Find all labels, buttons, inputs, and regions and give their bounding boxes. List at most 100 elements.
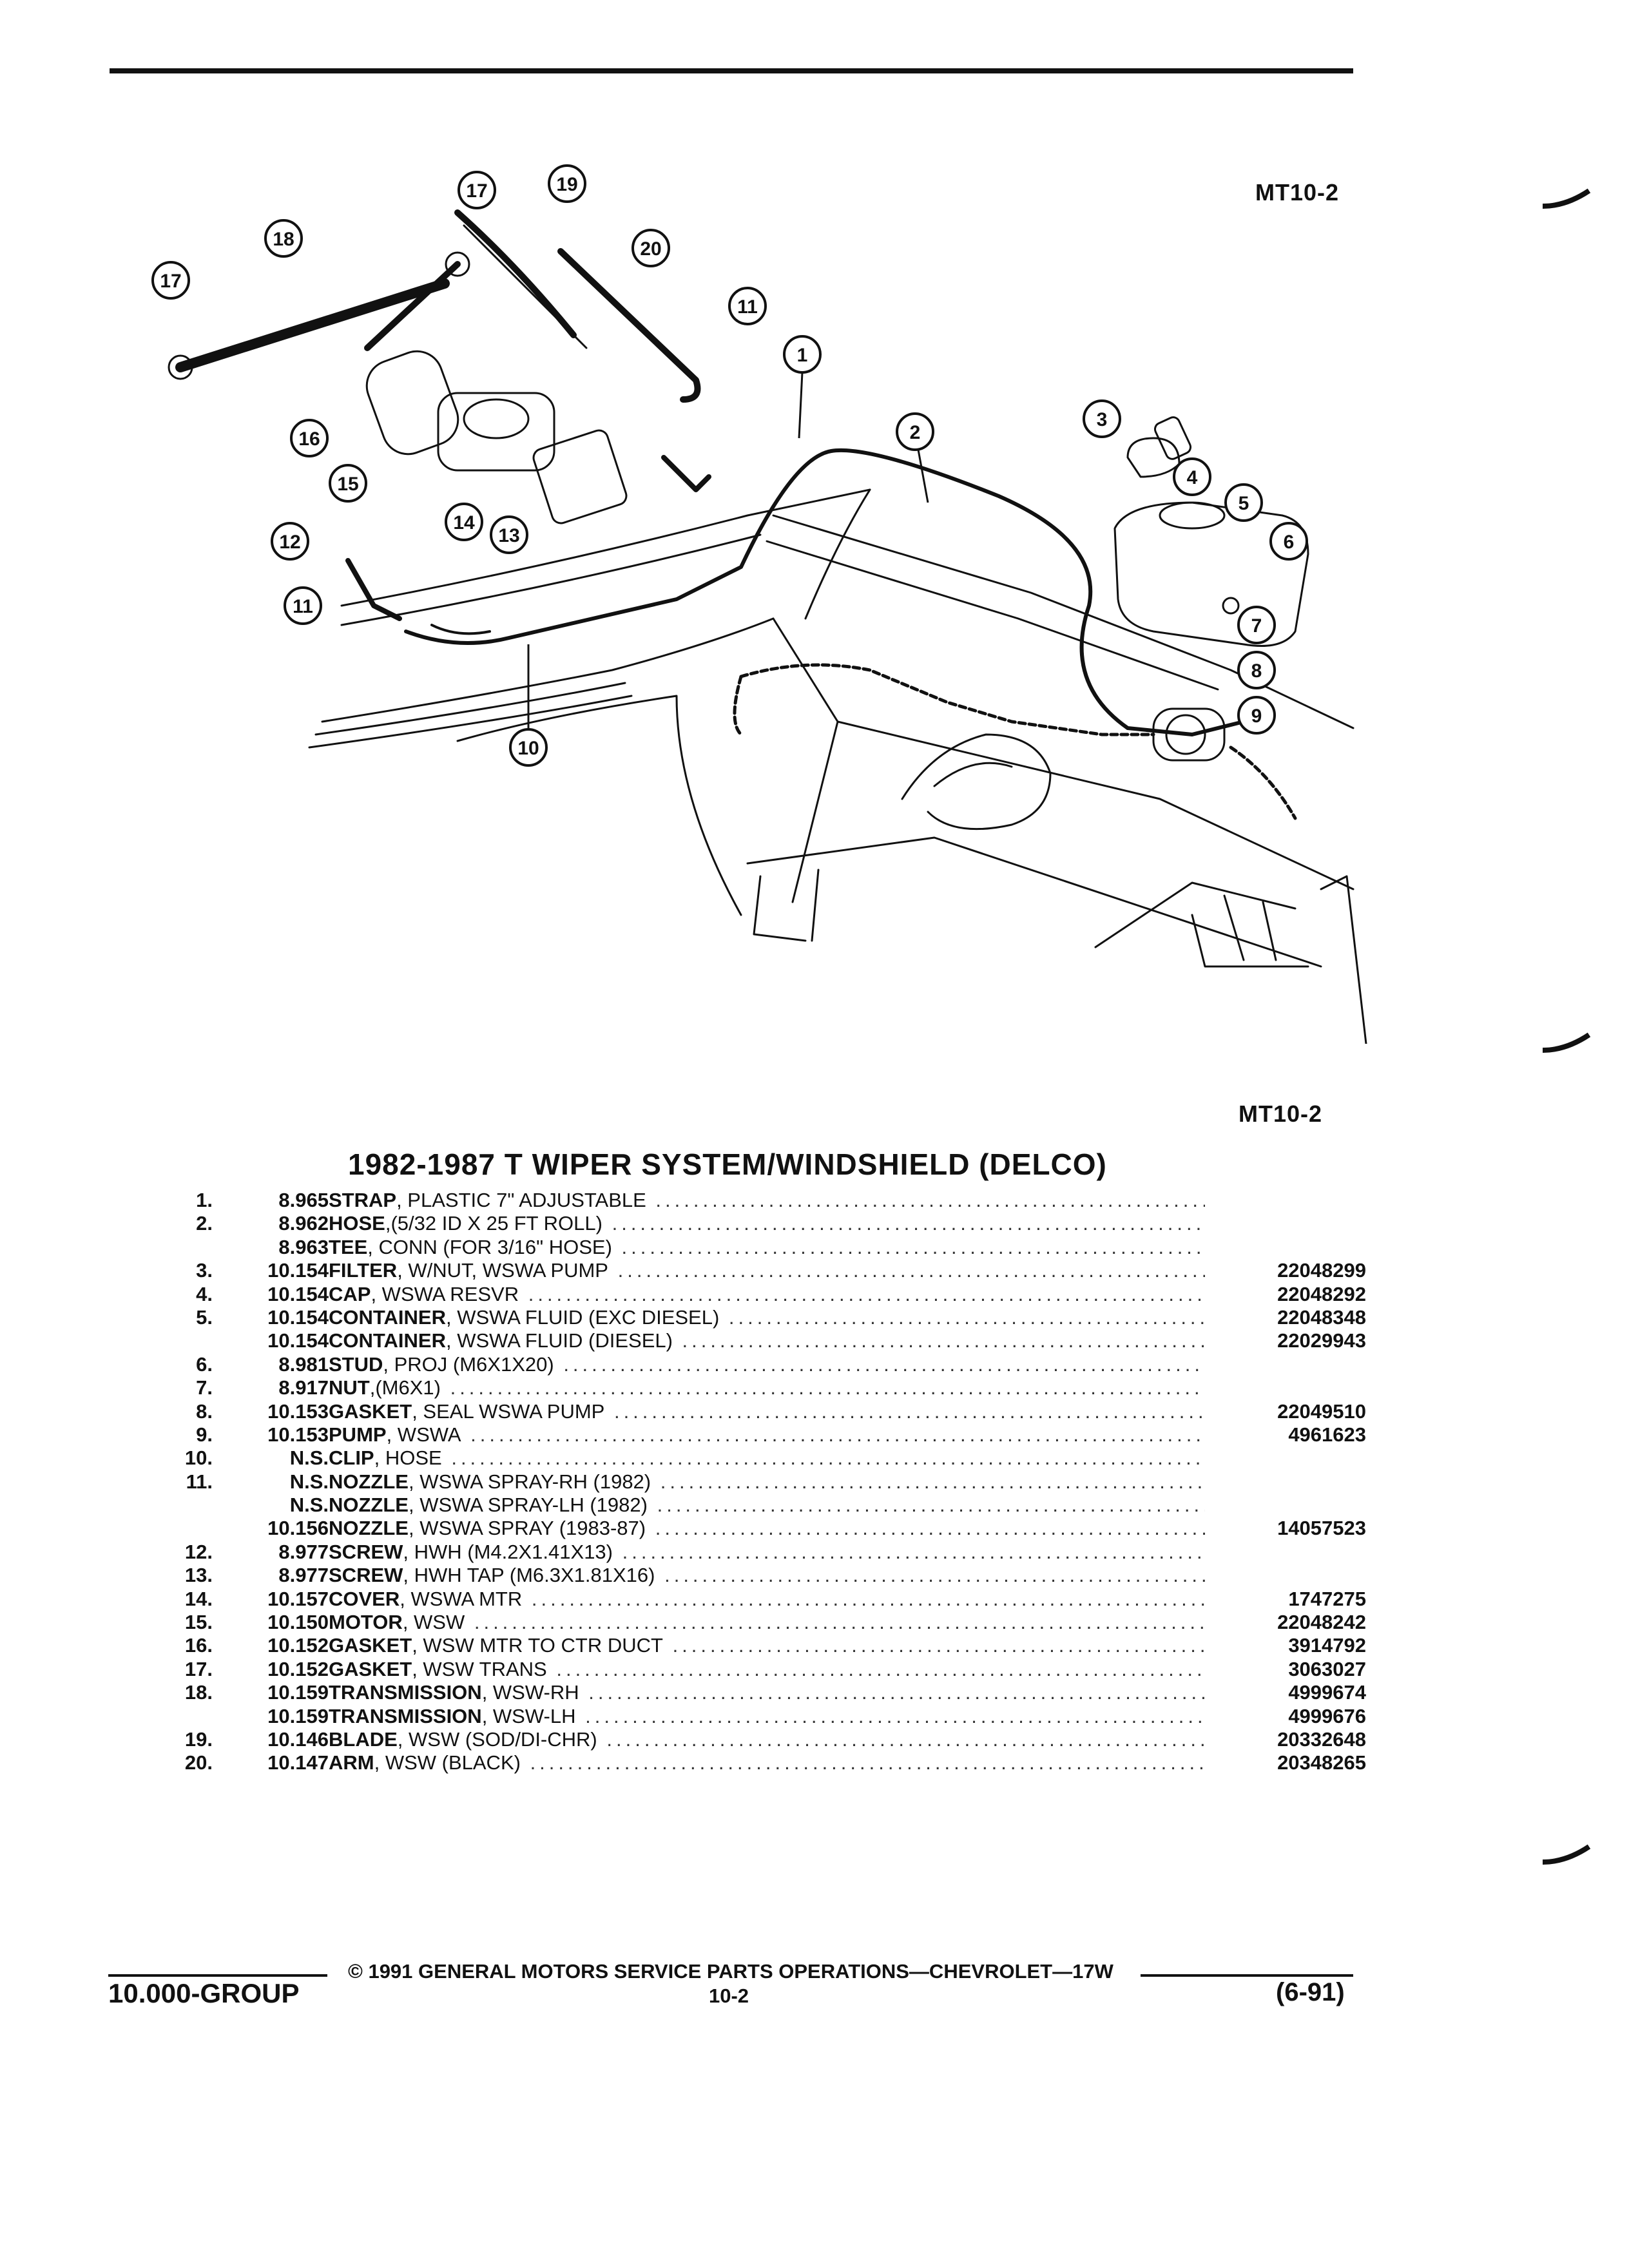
parts-detail: , WSWA FLUID (EXC DIESEL) [445,1305,720,1329]
callout-18: 18 [264,219,303,258]
leader-dots: ........................................… [621,1235,1205,1258]
parts-group-number: 10.154 [267,1329,329,1352]
leader-dots: ........................................… [530,1751,1205,1774]
svg-text:4: 4 [1187,467,1198,488]
callout-19: 19 [548,164,586,203]
parts-name: STUD [329,1352,383,1376]
parts-group-number: N.S. [289,1446,329,1470]
parts-ref-number: 10. [184,1446,213,1470]
parts-number: 4999676 [1288,1704,1366,1727]
parts-ref-number: 12. [184,1540,213,1563]
exploded-parts-diagram: 1 2 3 4 5 6 7 8 9 10 11 11 12 13 14 15 1… [151,164,1367,1044]
parts-detail: , HOSE [374,1446,442,1470]
svg-text:11: 11 [293,596,313,617]
parts-description: CONTAINER, WSWA FLUID (EXC DIESEL) .....… [329,1306,1205,1329]
binding-mark-3 [1542,1844,1591,1865]
parts-detail: , WSWA [386,1423,461,1446]
binding-mark-2 [1542,1032,1591,1053]
parts-description: TRANSMISSION, WSW-LH ...................… [329,1705,1205,1728]
parts-description: NOZZLE, WSWA SPRAY-RH (1982) ...........… [329,1470,1205,1494]
parts-group-number: 10.157 [267,1587,329,1610]
callout-4: 4 [1173,457,1211,496]
parts-ref-number: 8. [196,1399,213,1423]
parts-description: GASKET, SEAL WSWA PUMP .................… [329,1400,1205,1423]
parts-number: 20348265 [1277,1751,1366,1774]
parts-detail: , WSWA MTR [400,1587,523,1610]
callout-10: 10 [509,644,548,767]
callout-14: 14 [445,503,483,541]
parts-description: CONTAINER, WSWA FLUID (DIESEL) .........… [329,1329,1205,1352]
parts-group-number: 10.154 [267,1259,329,1282]
parts-group-number: 10.156 [267,1517,329,1540]
footer-rule-right [1141,1974,1353,1977]
parts-description: NOZZLE, WSWA SPRAY-LH (1982) ...........… [329,1494,1205,1517]
parts-group-number: 10.153 [267,1423,329,1446]
svg-text:11: 11 [737,296,758,318]
parts-description: GASKET, WSW MTR TO CTR DUCT ............… [329,1634,1205,1657]
page-title: 1982-1987 T WIPER SYSTEM/WINDSHIELD (DEL… [348,1148,1107,1181]
leader-dots: ........................................… [655,1189,1205,1211]
parts-row: 10.N.S.CLIP, HOSE ......................… [155,1446,1366,1470]
parts-ref-number: 18. [184,1681,213,1704]
leader-dots: ........................................… [470,1423,1205,1446]
parts-name: NUT [329,1376,370,1399]
parts-detail: ,(5/32 ID X 25 FT ROLL) [385,1212,602,1235]
svg-text:12: 12 [279,532,300,553]
parts-group-number: 10.152 [267,1657,329,1680]
parts-number: 4961623 [1288,1423,1366,1446]
svg-text:10: 10 [517,738,539,759]
parts-name: COVER [329,1587,400,1610]
parts-ref-number: 5. [196,1305,213,1329]
washer-nozzle-right [661,455,711,492]
parts-detail: , WSWA SPRAY (1983-87) [409,1517,646,1540]
parts-description: FILTER, W/NUT, WSWA PUMP ...............… [329,1259,1205,1282]
callout-15: 15 [329,464,367,503]
parts-name: TRANSMISSION [329,1681,482,1704]
callout-6: 6 [1269,522,1308,561]
wiring-harness [739,663,1297,820]
svg-text:14: 14 [453,512,475,533]
parts-description: TRANSMISSION, WSW-RH ...................… [329,1681,1205,1704]
binding-mark-1 [1542,188,1591,209]
parts-group-number: N.S. [289,1470,329,1493]
figure-id-bottom: MT10-2 [1239,1100,1323,1127]
wiper-motor [365,350,628,524]
car-body-outline [308,488,1367,1044]
callout-9: 9 [1237,696,1276,735]
svg-text:2: 2 [910,422,921,443]
svg-text:13: 13 [498,525,519,546]
parts-detail: , WSW-RH [481,1681,579,1704]
parts-name: PUMP [329,1423,387,1446]
svg-text:7: 7 [1251,615,1262,637]
svg-text:17: 17 [466,180,487,202]
parts-description: SCREW, HWH TAP (M6.3X1.81X16) ..........… [329,1564,1205,1587]
parts-description: BLADE, WSW (SOD/DI-CHR) ................… [329,1728,1205,1751]
callout-17-left: 17 [151,261,190,300]
parts-description: ARM, WSW (BLACK) .......................… [329,1751,1205,1774]
svg-text:5: 5 [1239,493,1249,514]
parts-row: N.S.NOZZLE, WSWA SPRAY-LH (1982) .......… [155,1494,1366,1517]
callout-11-left: 11 [284,586,322,625]
parts-detail: , WSW-LH [481,1704,576,1727]
callout-7: 7 [1237,606,1276,644]
leader-dots: ........................................… [585,1704,1205,1727]
leader-dots: ........................................… [556,1657,1205,1680]
svg-text:3: 3 [1097,409,1108,430]
parts-group-number: 10.153 [267,1399,329,1423]
parts-ref-number: 11. [186,1470,213,1493]
parts-number: 3914792 [1288,1634,1366,1657]
leader-dots: ........................................… [612,1212,1205,1235]
parts-detail: , PROJ (M6X1X20) [383,1352,554,1376]
parts-ref-number: 3. [196,1259,213,1282]
leader-dots: ........................................… [672,1634,1205,1657]
parts-group-number: 8.962 [278,1212,329,1235]
callout-11-right: 11 [728,287,767,325]
callout-1: 1 [783,335,822,439]
parts-name: ARM [329,1751,374,1774]
parts-group-number: 10.146 [267,1727,329,1751]
